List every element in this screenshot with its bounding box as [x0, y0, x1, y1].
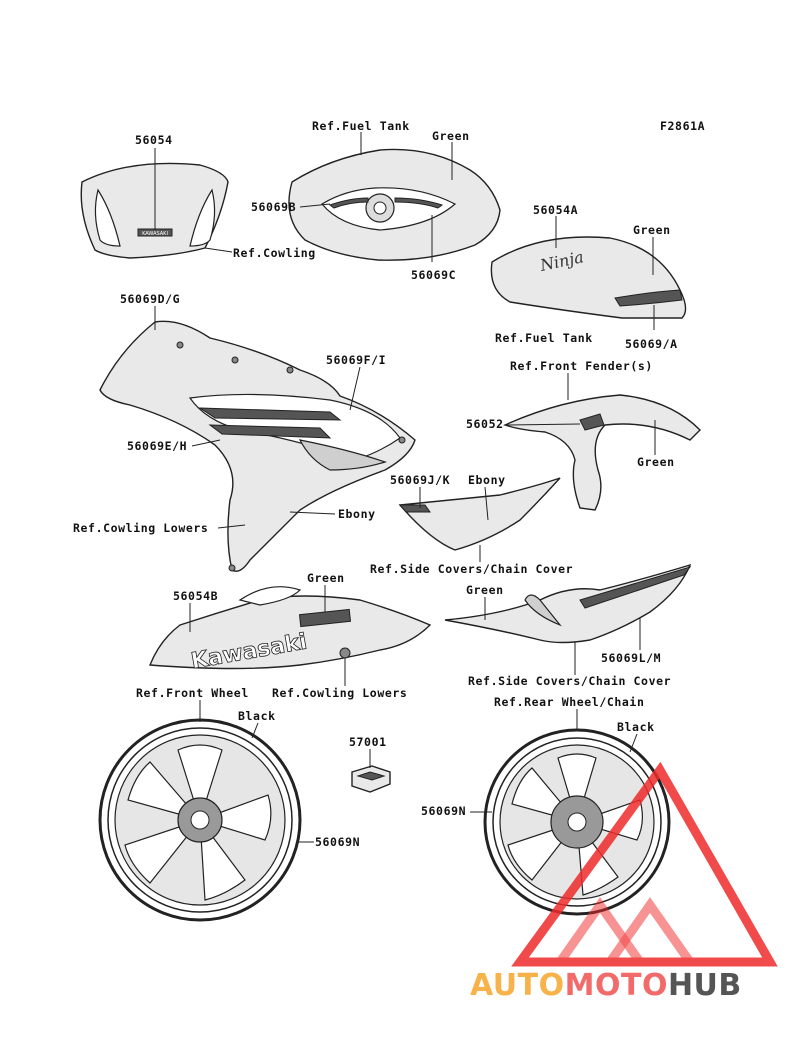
label-ref-side-covers-top: Ref.Side Covers/Chain Cover [370, 562, 573, 576]
label-windscreen: 56054 [135, 133, 173, 147]
front-wheel-part [98, 718, 302, 922]
fuel-tank-top-part [288, 148, 501, 261]
label-ref-front-wheel: Ref.Front Wheel [136, 686, 249, 700]
watermark-auto: AUTO [470, 968, 565, 1003]
tank-cover-part: Ninja [490, 236, 687, 319]
label-green-tank-cover: Green [633, 223, 671, 237]
lower-cowl-part: Kawasaki [148, 586, 432, 675]
label-upper-cowl-decal-dg: 56069D/G [120, 292, 180, 306]
label-ref-front-fender: Ref.Front Fender(s) [510, 359, 653, 373]
label-front-wheel-stripe: 56069N [315, 835, 360, 849]
rear-wheel-part [483, 728, 671, 916]
label-lower-decal: 56054B [173, 589, 218, 603]
label-black-front: Black [238, 709, 276, 723]
label-ref-rear-wheel: Ref.Rear Wheel/Chain [494, 695, 644, 709]
front-fender-part [503, 394, 701, 511]
label-green-chain: Green [466, 583, 504, 597]
label-cowl-decal-fi: 56069F/I [326, 353, 386, 367]
label-tank-stripe-b: 56069B [251, 200, 296, 214]
side-fairing-part [99, 320, 416, 572]
label-ref-fuel-tank-top: Ref.Fuel Tank [312, 119, 410, 133]
label-green-lower: Green [307, 571, 345, 585]
label-tank-cover-decal: 56054A [533, 203, 578, 217]
windscreen-badge-text: KAWASAKI [142, 231, 168, 237]
figure-code: F2861A [660, 119, 705, 133]
clip-part [351, 765, 391, 793]
label-ref-cowling-lowers-left: Ref.Cowling Lowers [73, 521, 208, 535]
label-ref-fuel-tank-side: Ref.Fuel Tank [495, 331, 593, 345]
watermark-text: AUTOMOTOHUB [470, 968, 742, 1003]
label-ebony-cowl: Ebony [338, 507, 376, 521]
label-ref-side-covers-bottom: Ref.Side Covers/Chain Cover [468, 674, 671, 688]
label-chain-decal-lm: 56069L/M [601, 651, 661, 665]
label-green-tank: Green [432, 129, 470, 143]
chain-cover-part [444, 563, 692, 644]
label-green-fender: Green [637, 455, 675, 469]
label-ref-cowling: Ref.Cowling [233, 246, 316, 260]
label-tank-cover-stripe: 56069/A [625, 337, 678, 351]
label-fender-decal: 56052 [466, 417, 504, 431]
windscreen-part: KAWASAKI [80, 148, 229, 259]
label-rear-wheel-stripe: 56069N [421, 804, 466, 818]
watermark-moto: MOTO [565, 968, 668, 1003]
watermark-hub: HUB [668, 968, 742, 1003]
label-black-rear: Black [617, 720, 655, 734]
label-tank-stripe-c: 56069C [411, 268, 456, 282]
label-ref-cowling-lowers-mid: Ref.Cowling Lowers [272, 686, 407, 700]
side-cover-part [398, 477, 561, 551]
label-side-decal-jk: 56069J/K [390, 473, 450, 487]
watermark-logo [511, 761, 778, 967]
label-cowl-decal-eh: 56069E/H [127, 439, 187, 453]
label-ebony-side: Ebony [468, 473, 506, 487]
label-clip: 57001 [349, 735, 387, 749]
